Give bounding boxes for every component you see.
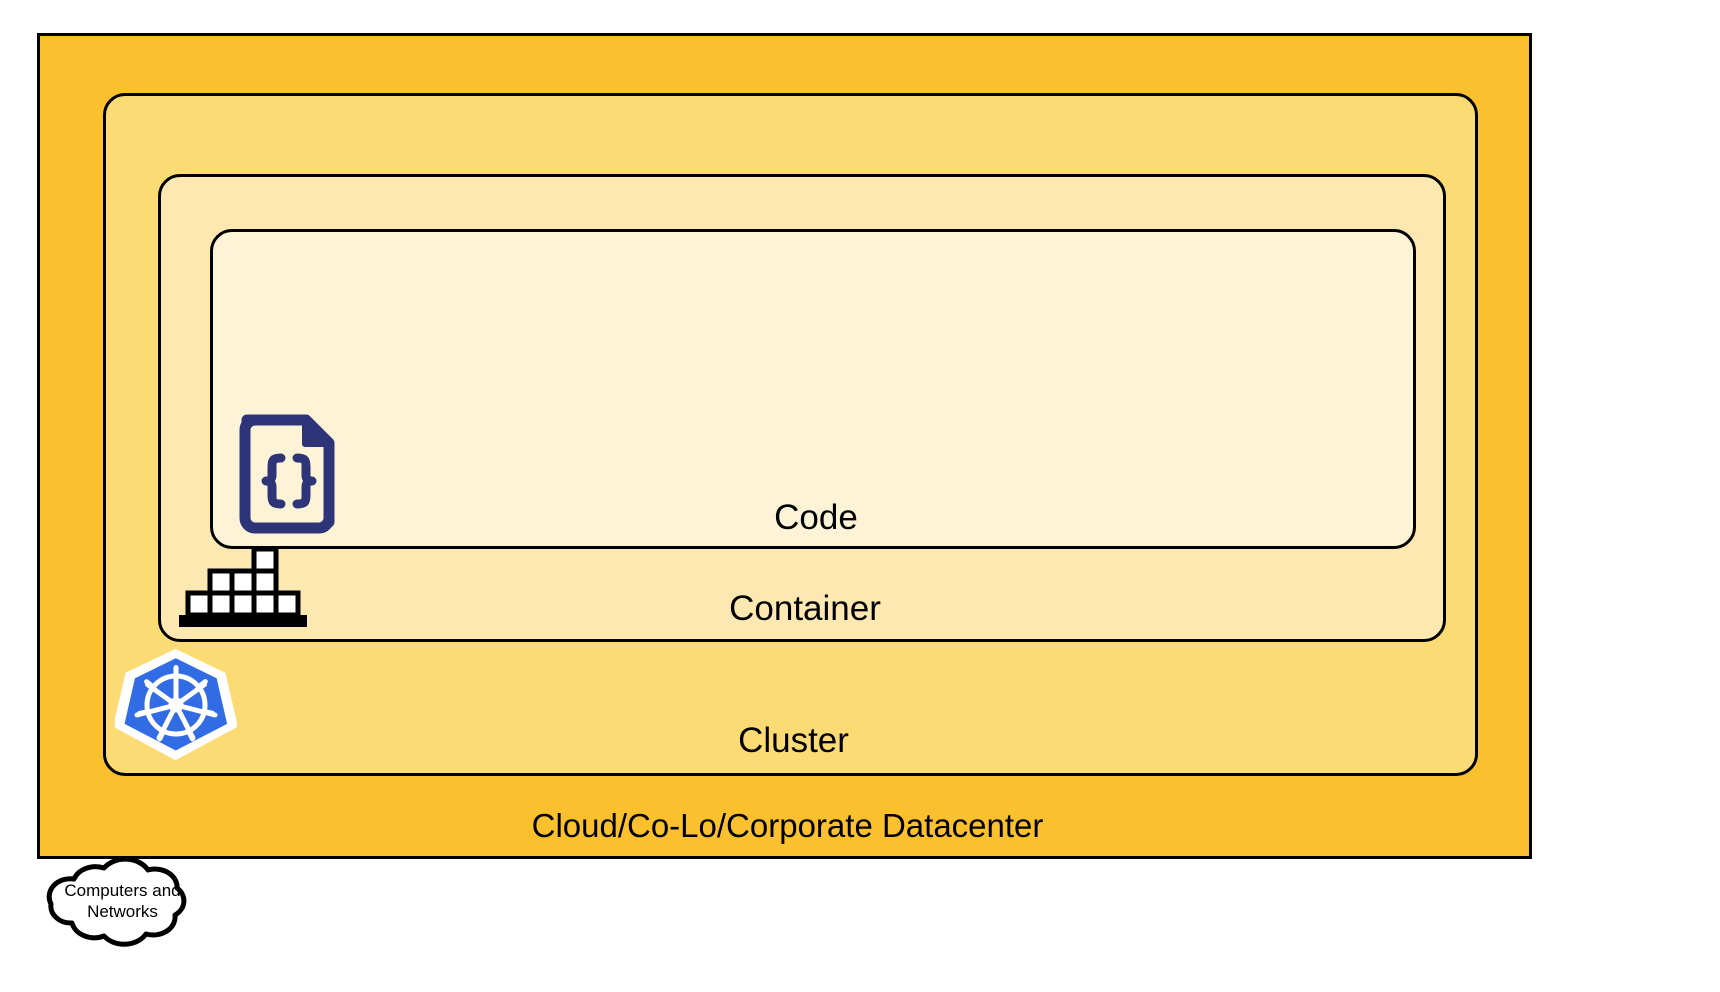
cloud-callout-label: Computers and Networks [64,881,181,921]
layer-datacenter: Cloud/Co-Lo/Corporate Datacenter Cluster [37,33,1532,859]
code-document-icon [237,412,341,534]
layer-datacenter-label: Cloud/Co-Lo/Corporate Datacenter [531,806,1044,844]
layer-container-label: Container [729,588,881,628]
layer-container: Container [158,174,1446,642]
cloud-callout-computers-and-networks: Computers and Networks [30,855,215,967]
layer-cluster: Cluster [103,93,1478,776]
layer-cluster-label: Cluster [738,720,849,760]
container-stack-icon [179,546,307,633]
layer-code: Code [210,229,1416,549]
kubernetes-icon [113,645,238,765]
layer-code-label: Code [774,497,858,537]
